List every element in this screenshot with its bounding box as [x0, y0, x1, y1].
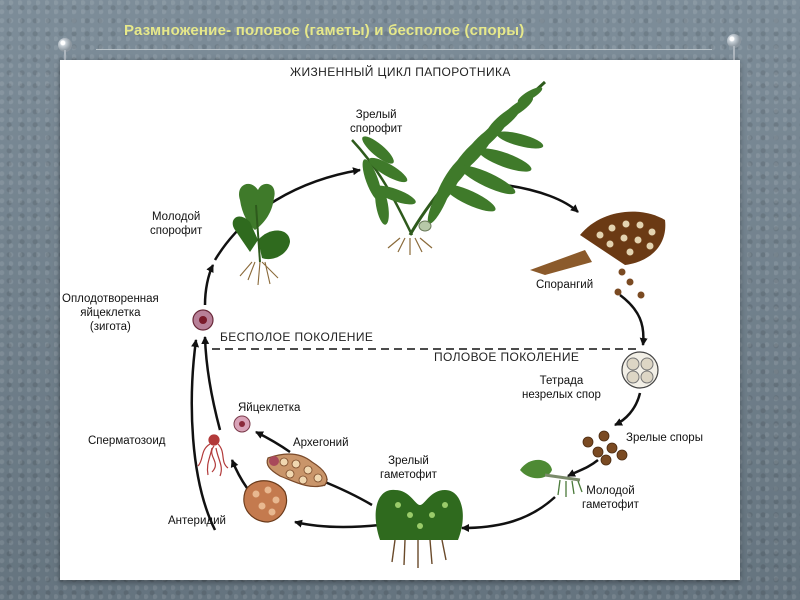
label-zygote: Оплодотворенная яйцеклетка (зигота)	[62, 292, 159, 334]
arrow-young-to-mature-sporophyte	[213, 167, 361, 261]
mature-sporophyte-illustration	[351, 80, 547, 255]
slide-title: Размножение- половое (гаметы) и бесполое…	[124, 22, 525, 39]
arrow-gametophyte-to-archegonium	[319, 478, 373, 507]
arrow-sporophyte-to-sporangium	[504, 183, 579, 213]
pin-right-tail	[733, 46, 735, 62]
label-spermatozoid: Сперматозоид	[88, 435, 166, 447]
label-young-gametophyte-line1: Молодой	[586, 485, 635, 497]
arrow-young-to-mature-gametophyte	[461, 496, 556, 532]
tetrad-illustration	[621, 351, 659, 389]
title-underline	[96, 49, 712, 50]
arrow-tetrad-to-spores	[614, 392, 642, 427]
mature-spores-illustration	[582, 430, 628, 466]
label-mature-gametophyte: Зрелый гаметофит	[380, 454, 437, 482]
label-zygote-line2: яйцеклетка	[80, 307, 141, 319]
label-mature-sporophyte-line2: спорофит	[350, 123, 403, 135]
label-young-gametophyte: Молодой гаметофит	[582, 484, 639, 512]
arrow-antheridium-to-spermatozoid	[230, 459, 249, 489]
arrow-left-side-cycle	[190, 339, 217, 531]
arrow-zygote-to-young-sporophyte	[203, 264, 215, 306]
arrow-archegonium-to-egg	[255, 430, 291, 454]
label-young-sporophyte: Молодой спорофит	[150, 210, 202, 238]
label-mature-spores: Зрелые споры	[626, 432, 703, 444]
diagram-heading: ЖИЗНЕННЫЙ ЦИКЛ ПАПОРОТНИКА	[290, 65, 511, 79]
label-mature-sporophyte-line1: Зрелый	[355, 109, 397, 121]
label-mature-gametophyte-line1: Зрелый	[388, 455, 429, 467]
label-archegonium: Архегоний	[293, 437, 349, 449]
arrow-spores-to-young-gametophyte	[567, 459, 599, 478]
arrow-fertilization-to-zygote	[201, 336, 222, 431]
antheridium-illustration	[243, 480, 288, 523]
label-sporangium: Спорангий	[536, 279, 594, 291]
lifecycle-diagram	[190, 80, 666, 568]
pin-left-tail	[64, 50, 66, 66]
label-antheridium: Антеридий	[168, 515, 226, 527]
label-zygote-line1: Оплодотворенная	[62, 293, 159, 305]
young-gametophyte-illustration	[520, 459, 583, 497]
label-young-gametophyte-line2: гаметофит	[582, 499, 639, 511]
spermatozoid-illustration	[197, 434, 229, 477]
arrow-gametophyte-to-antheridium	[294, 519, 381, 529]
label-tetrad: Тетрада незрелых спор	[522, 374, 601, 402]
asexual-generation-label: БЕСПОЛОЕ ПОКОЛЕНИЕ	[220, 330, 374, 344]
label-mature-sporophyte: Зрелый спорофит	[350, 108, 402, 136]
label-mature-gametophyte-line2: гаметофит	[380, 469, 437, 481]
mature-gametophyte-illustration	[375, 489, 463, 568]
diagram-panel: ЖИЗНЕННЫЙ ЦИКЛ ПАПОРОТНИКА Зрелый спороф…	[60, 60, 740, 580]
zygote-illustration	[192, 309, 214, 331]
sporangium-illustration	[530, 211, 666, 299]
egg-cell-illustration	[233, 415, 251, 433]
archegonium-illustration	[266, 453, 328, 488]
label-zygote-line3: (зигота)	[89, 321, 131, 333]
label-egg: Яйцеклетка	[238, 402, 301, 414]
pin-left-icon	[58, 38, 72, 52]
label-young-sporophyte-line2: спорофит	[150, 225, 203, 237]
label-tetrad-line1: Тетрада	[539, 375, 584, 387]
pin-right-icon	[727, 34, 741, 48]
sexual-generation-label: ПОЛОВОЕ ПОКОЛЕНИЕ	[434, 350, 580, 364]
label-tetrad-line2: незрелых спор	[522, 389, 601, 401]
young-sporophyte-illustration	[232, 183, 290, 286]
arrow-sporangium-to-tetrad	[619, 294, 648, 346]
label-young-sporophyte-line1: Молодой	[151, 211, 201, 223]
